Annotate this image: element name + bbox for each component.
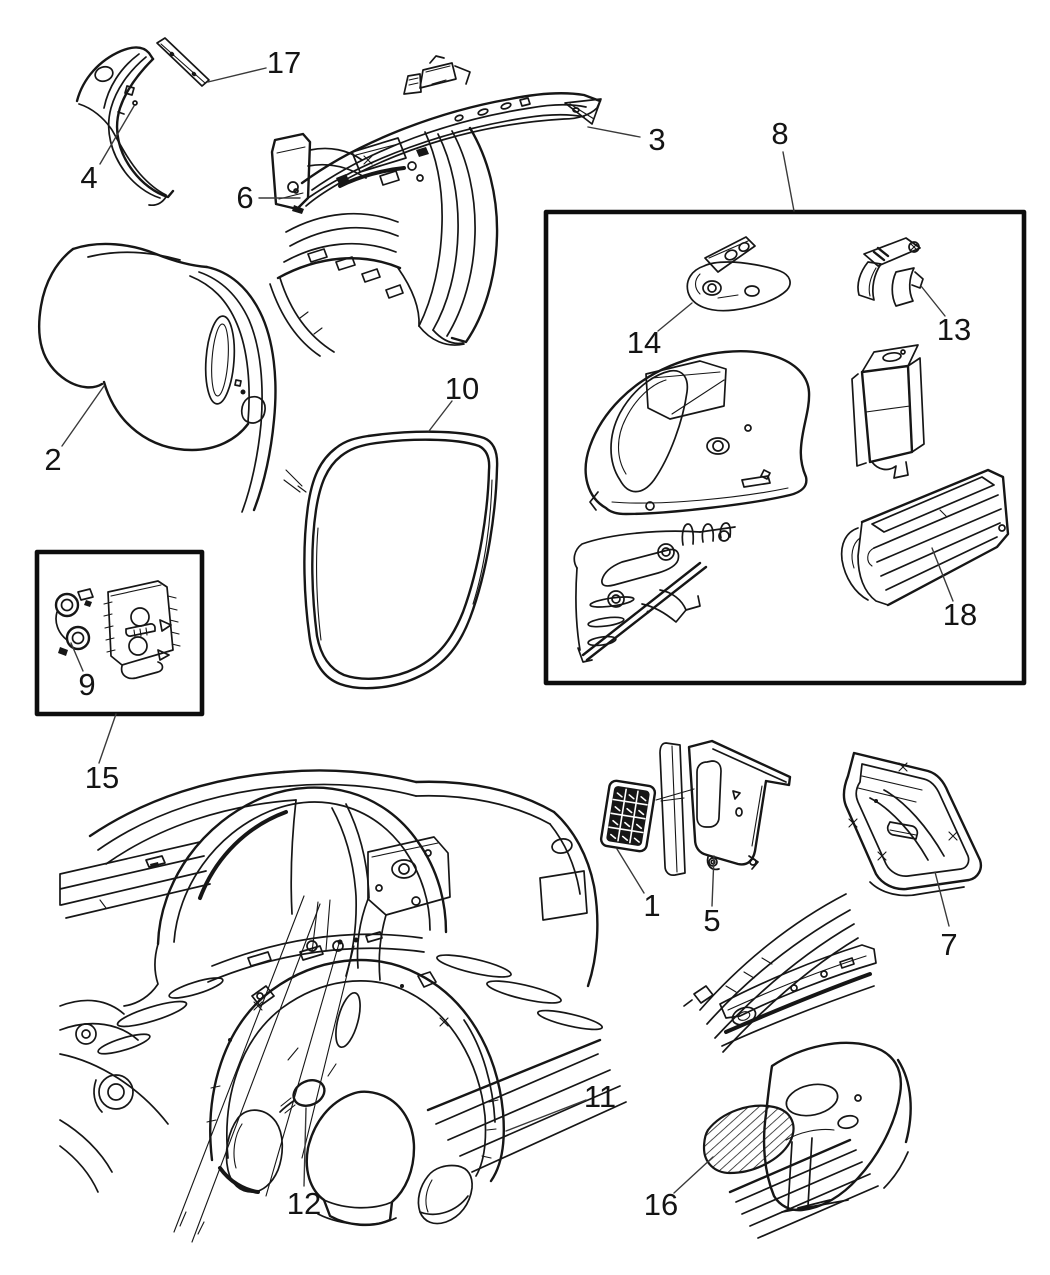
leader-line-14 [657, 302, 693, 332]
rear-floor-structure-drawing [59, 769, 627, 1243]
leader-line-13 [920, 285, 946, 317]
bracket-14-drawing [686, 236, 791, 312]
callout-6[interactable]: 6 [236, 180, 253, 215]
detail-box-15-border [34, 549, 205, 717]
callout-3[interactable]: 3 [648, 122, 665, 157]
callout-15[interactable]: 15 [85, 760, 119, 795]
quarter-inner-section-drawing [683, 893, 912, 1239]
callout-labels: 1 2 3 4 5 6 7 8 9 10 11 12 13 14 15 16 1… [44, 45, 977, 1222]
leader-line-7 [934, 871, 950, 927]
vent-grille-drawing [599, 779, 695, 853]
leader-line-17 [207, 67, 267, 83]
reinforcement-strip-drawing [156, 37, 210, 87]
ribbed-sill-drawing [840, 468, 1010, 607]
closeout-panel-drawing [659, 739, 792, 876]
quarter-panel-drawing [38, 242, 307, 513]
callout-16[interactable]: 16 [644, 1187, 678, 1222]
silencer-patch-drawing [702, 1104, 795, 1175]
leader-line-3 [587, 126, 641, 138]
leader-line-4 [99, 105, 135, 165]
leader-line-8 [782, 151, 795, 212]
callout-9[interactable]: 9 [78, 667, 95, 702]
splash-shield-drawing [206, 958, 505, 1227]
leader-line-9 [70, 642, 84, 672]
leader-line-11 [505, 1099, 587, 1132]
callout-14[interactable]: 14 [627, 325, 661, 360]
plug-drawing [279, 1079, 326, 1114]
trim-panel-drawing [842, 751, 983, 897]
detail-box-8 [543, 209, 1027, 686]
clip-13-drawing [857, 237, 924, 307]
callout-12[interactable]: 12 [287, 1186, 321, 1221]
leader-line-16 [673, 1156, 714, 1194]
callout-4[interactable]: 4 [80, 160, 97, 195]
leader-line-2 [61, 385, 105, 447]
callout-11[interactable]: 11 [584, 1079, 616, 1114]
leader-line-12 [303, 1107, 307, 1187]
leader-line-1 [616, 848, 645, 894]
leader-line-15 [98, 713, 117, 764]
pillar-reinforcement-drawing [75, 46, 175, 207]
leader-line-18 [931, 547, 954, 602]
detail-box-8-border [543, 209, 1027, 686]
callout-18[interactable]: 18 [943, 597, 977, 632]
wheelhouse-inner-drawing [584, 350, 811, 516]
callout-8[interactable]: 8 [771, 116, 788, 151]
box-bracket-drawing [851, 344, 925, 479]
leader-line-5 [711, 855, 715, 907]
bracket-9-drawing [54, 588, 94, 656]
weatherstrip-drawing [303, 430, 499, 690]
leader-lines [61, 67, 954, 1194]
leader-line-10 [428, 400, 453, 432]
callout-5[interactable]: 5 [703, 903, 720, 938]
aperture-panel-drawing [269, 55, 602, 357]
callout-13[interactable]: 13 [937, 312, 971, 347]
callout-2[interactable]: 2 [44, 442, 61, 477]
callout-10[interactable]: 10 [445, 371, 479, 406]
callout-17[interactable]: 17 [267, 45, 301, 80]
callout-1[interactable]: 1 [643, 888, 660, 923]
detail-box-15 [34, 549, 205, 717]
rail-section-drawing [573, 522, 736, 663]
mounting-plate-drawing [103, 580, 181, 680]
callout-7[interactable]: 7 [940, 927, 957, 962]
